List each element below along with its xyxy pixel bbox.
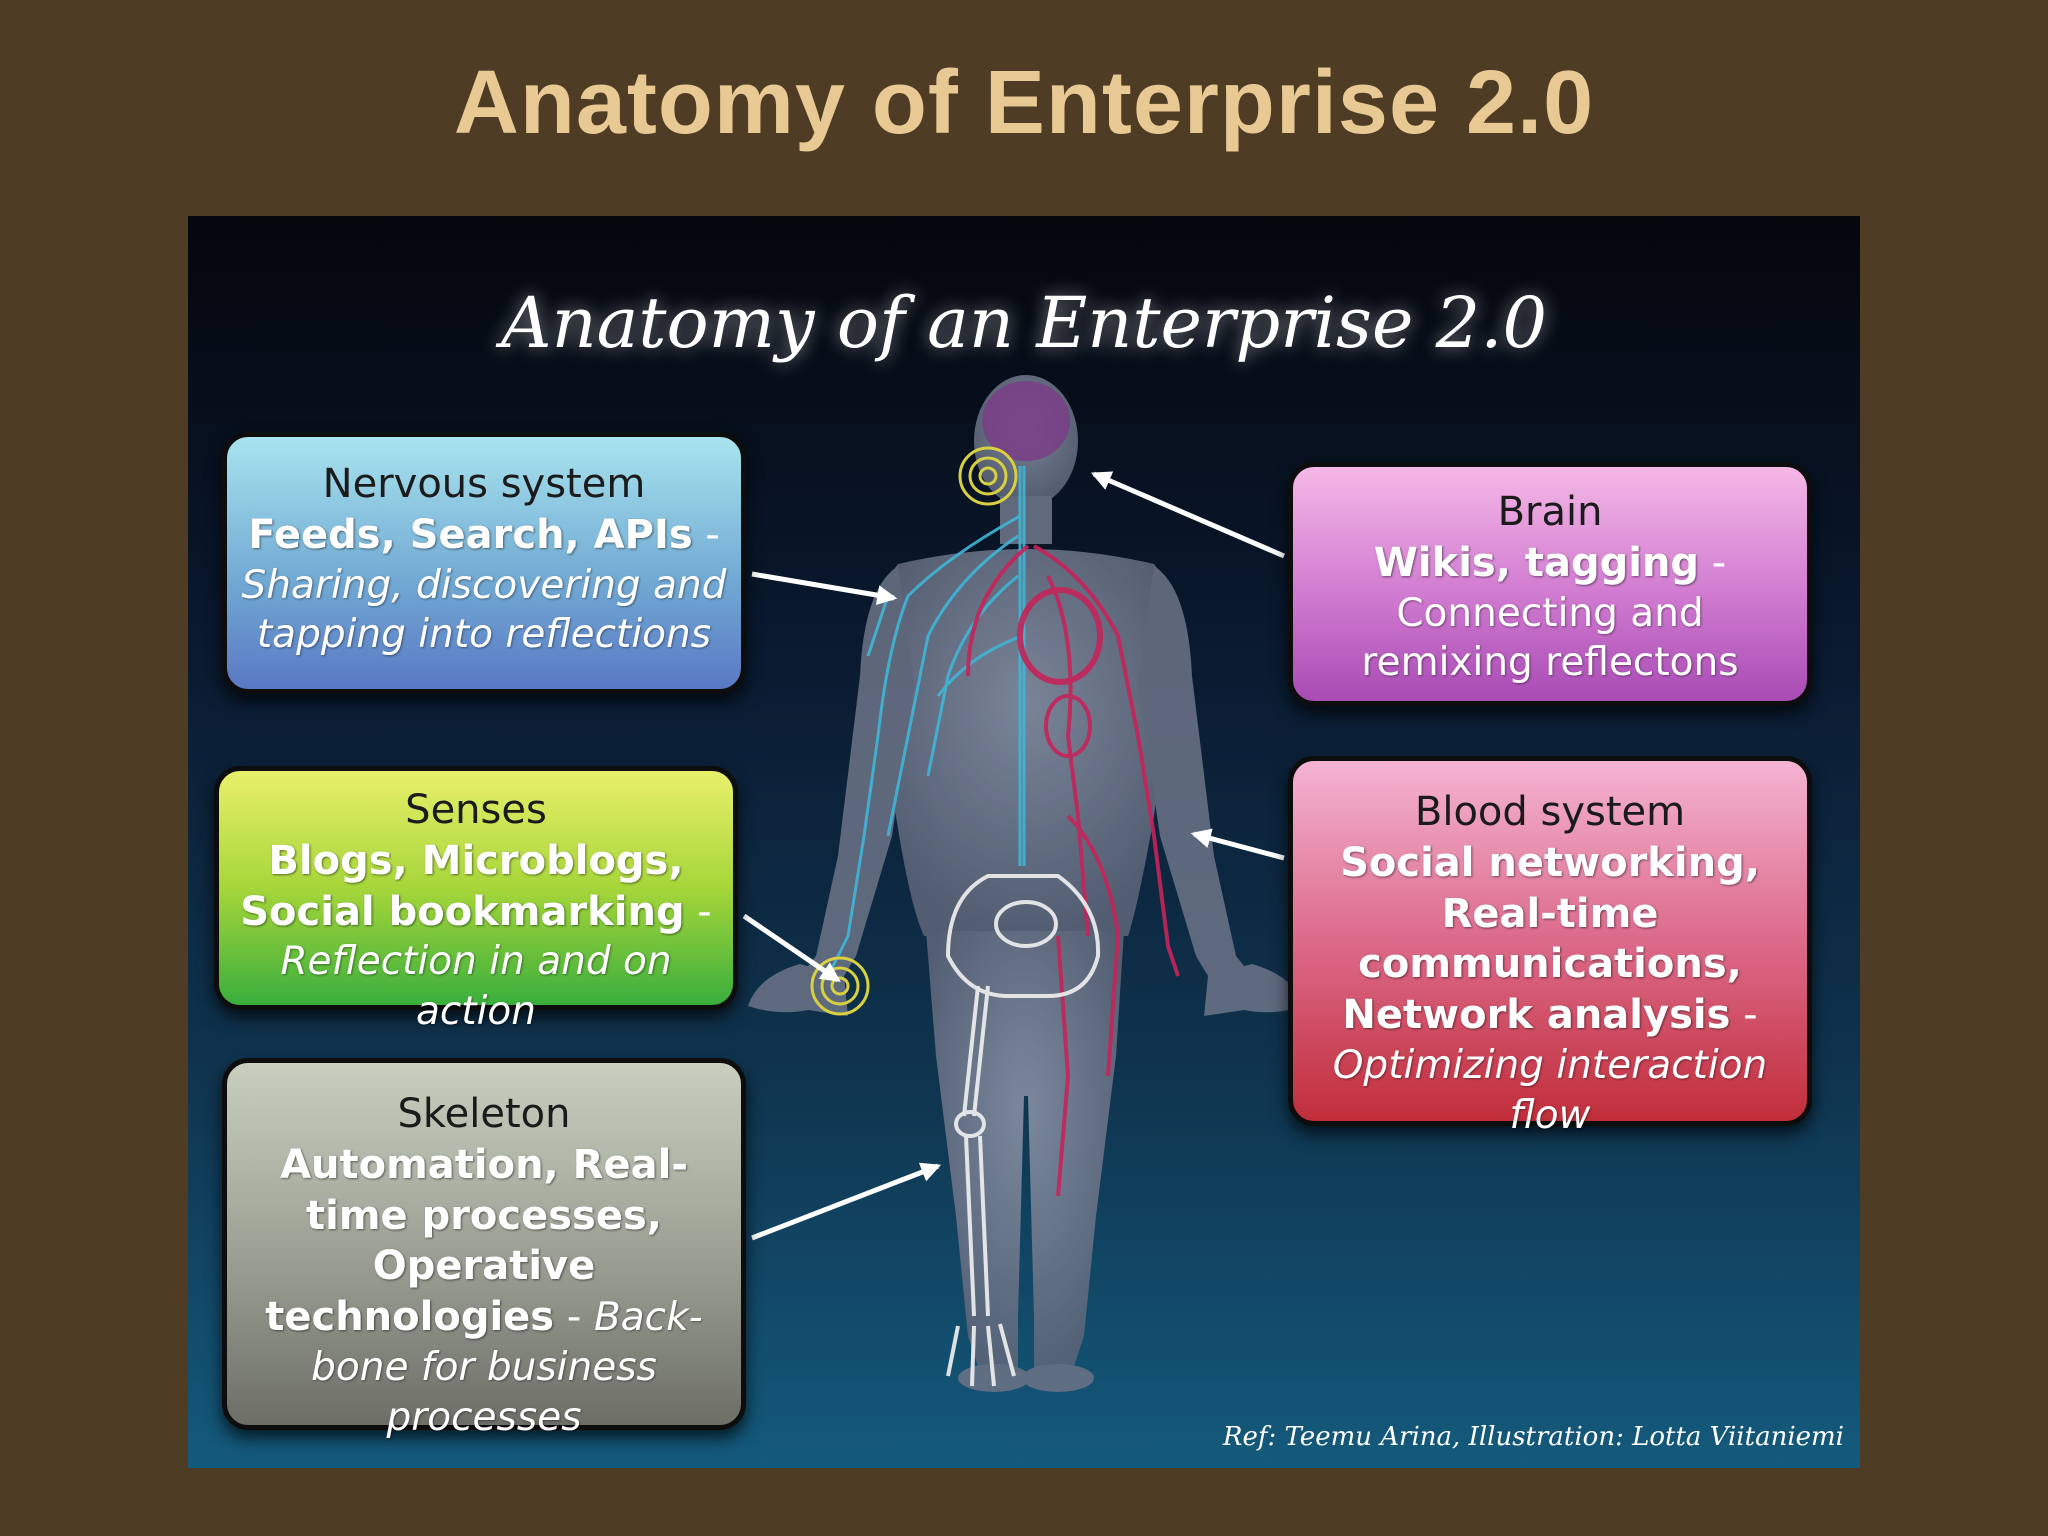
box-description: Optimizing interaction flow bbox=[1332, 1042, 1768, 1138]
box-heading: Blood system bbox=[1414, 789, 1686, 835]
arrow-skeleton bbox=[751, 1162, 942, 1241]
human-figure-illustration bbox=[742, 375, 1304, 1392]
box-technologies: Automation, Real-time processes, Operati… bbox=[265, 1141, 688, 1341]
panel-title: Anatomy of an Enterprise 2.0 bbox=[501, 282, 1547, 364]
box-technologies: Social networking, Real-time communicati… bbox=[1340, 839, 1760, 1039]
diagram-panel: Anatomy of an Enterprise 2.0 Nervous sys… bbox=[188, 216, 1860, 1468]
reference-credit: Ref: Teemu Arina, Illustration: Lotta Vi… bbox=[1222, 1422, 1844, 1452]
box-description: Connecting and remixing reflectons bbox=[1361, 590, 1739, 686]
box-separator: - bbox=[554, 1294, 594, 1341]
blood-system-box: Blood system Social networking, Real-tim… bbox=[1288, 756, 1812, 1138]
box-heading: Senses bbox=[405, 787, 547, 833]
box-description: Back-bone for business processes bbox=[311, 1295, 703, 1440]
senses-box: Senses Blogs, Microblogs, Social bookmar… bbox=[214, 766, 738, 1034]
box-separator: - bbox=[692, 511, 720, 558]
box-technologies: Feeds, Search, APIs bbox=[248, 511, 693, 558]
skeleton-box: Skeleton Automation, Real-time processes… bbox=[222, 1058, 746, 1440]
box-description: Reflection in and on action bbox=[280, 939, 672, 1034]
box-description: Sharing, discovering and tapping into re… bbox=[241, 562, 727, 658]
blood-system-lines bbox=[966, 544, 1180, 1197]
sense-ring-head bbox=[958, 446, 1018, 506]
box-heading: Nervous system bbox=[322, 461, 646, 507]
box-technologies: Blogs, Microblogs, Social bookmarking bbox=[240, 837, 685, 935]
brain-box: Brain Wikis, tagging - Connecting and re… bbox=[1288, 462, 1812, 706]
box-heading: Brain bbox=[1497, 489, 1603, 535]
nervous-system-box: Nervous system Feeds, Search, APIs - Sha… bbox=[222, 432, 746, 694]
arrow-senses bbox=[742, 913, 841, 983]
arrow-brain bbox=[1090, 471, 1285, 559]
box-separator: - bbox=[1699, 539, 1727, 586]
slide-title: Anatomy of Enterprise 2.0 bbox=[453, 53, 1595, 153]
arrow-blood bbox=[1190, 828, 1285, 861]
box-heading: Skeleton bbox=[397, 1091, 571, 1137]
nervous-system-lines bbox=[826, 466, 1026, 977]
skeleton-lines bbox=[945, 874, 1101, 1387]
arrow-nervous bbox=[751, 571, 898, 606]
box-technologies: Wikis, tagging bbox=[1373, 539, 1700, 586]
box-separator: - bbox=[1730, 992, 1758, 1039]
brain-shape bbox=[982, 381, 1070, 461]
box-separator: - bbox=[684, 888, 712, 935]
